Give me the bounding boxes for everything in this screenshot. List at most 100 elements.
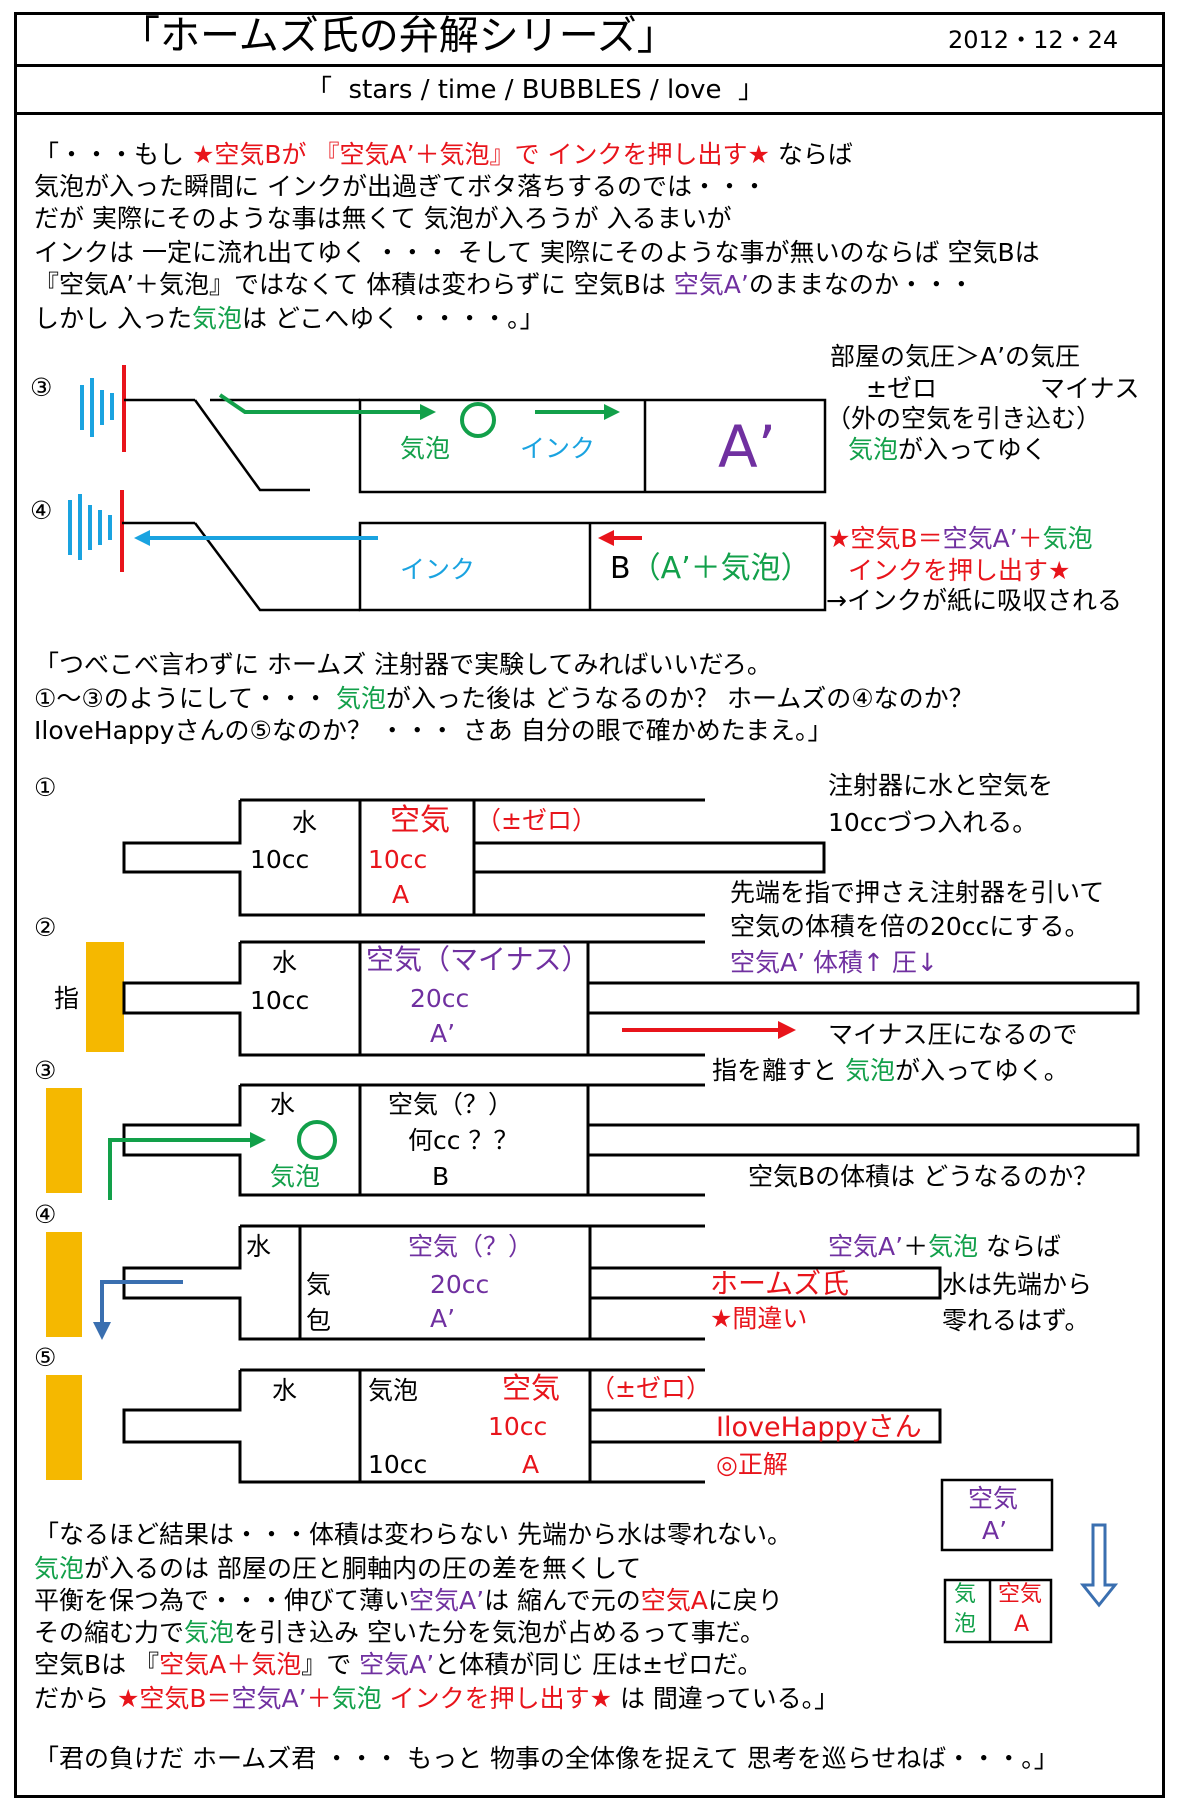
top-num-4: ④ bbox=[30, 496, 53, 525]
s1-air-paren: （±ゼロ） bbox=[476, 806, 597, 835]
page-subtitle: 「 stars / time / BUBBLES / love 」 bbox=[306, 75, 765, 105]
top-right3-zero: ±ゼロ bbox=[866, 374, 937, 403]
conclusion-line-2: 気泡が入るのは 部屋の圧と胴軸内の圧の差を無くして bbox=[34, 1554, 642, 1583]
s4-air: 空気（？） bbox=[408, 1232, 534, 1261]
s2-right-3: 指を離すと 気泡が入ってゆく。 bbox=[712, 1056, 1069, 1085]
s5-air-paren: （±ゼロ） bbox=[590, 1374, 711, 1403]
s2-air-cc: 20cc bbox=[410, 984, 470, 1013]
s1-air-label: A bbox=[392, 880, 410, 909]
s5-air-cc: 10cc bbox=[488, 1412, 548, 1441]
s2-finger: 指 bbox=[54, 984, 80, 1013]
top-bubble-label: 気泡 bbox=[400, 434, 451, 463]
intro-line-3: だが 実際にそのような事は無くて 気泡が入ろうが 入るまいが bbox=[34, 204, 732, 233]
paper-blue-3 bbox=[80, 378, 114, 437]
s3-right: 空気Bの体積は どうなるのか？ bbox=[748, 1162, 1099, 1191]
bubble-path-arrow bbox=[218, 393, 420, 414]
s4-air-label: A’ bbox=[430, 1304, 456, 1333]
box-top-air: 空気 bbox=[968, 1484, 1019, 1513]
syringe-num-4: ④ bbox=[34, 1200, 57, 1229]
top-right4-line2: インクを押し出す★ bbox=[848, 556, 1071, 585]
top-right4-line3: →インクが紙に吸収される bbox=[826, 586, 1122, 615]
page-date: 2012・12・24 bbox=[948, 26, 1119, 54]
box-bottom-bubble-1: 気 bbox=[954, 1582, 977, 1607]
s3-air-label: B bbox=[432, 1162, 450, 1191]
intro-line-6: しかし 入った気泡は どこへゆく ・・・・。」 bbox=[34, 304, 545, 333]
s1-right-2: 10ccづつ入れる。 bbox=[828, 808, 1038, 837]
s5-correct: ◎正解 bbox=[716, 1450, 788, 1479]
bubble-circle-s3 bbox=[297, 1120, 337, 1160]
middle-line-3: IloveHappyさんの⑤なのか？ ・・・ さあ 自分の眼で確かめたまえ。」 bbox=[34, 716, 833, 745]
pen-body-3 bbox=[124, 398, 827, 494]
top-num-3: ③ bbox=[30, 373, 53, 402]
s4-air-cc: 20cc bbox=[430, 1270, 490, 1299]
subtitle-bar bbox=[14, 67, 1165, 115]
syringe-num-5: ⑤ bbox=[34, 1343, 57, 1372]
s2-right-1: 空気A’ 体積↑ 圧↓ bbox=[730, 948, 938, 977]
intro-line-5: 『空気A’＋気泡』ではなくて 体積は変わらずに 空気Bは 空気A’のままなのか・… bbox=[34, 270, 974, 299]
s4-right-2: 水は先端から bbox=[942, 1270, 1093, 1299]
conclusion-line-1: 「なるほど結果は・・・体積は変わらない 先端から水は零れない。 bbox=[34, 1520, 792, 1549]
middle-line-1: 「つべこべ言わずに ホームズ 注射器で実験してみればいいだろ。 bbox=[34, 650, 772, 679]
bubble-circle-3 bbox=[460, 402, 496, 438]
s4-water: 水 bbox=[246, 1232, 272, 1261]
conclusion-line-3: 平衡を保つ為で・・・伸びて薄い空気A’は 縮んで元の空気Aに戻り bbox=[34, 1586, 783, 1615]
top-right3-minus: マイナス bbox=[1040, 374, 1140, 403]
page-title: 「ホームズ氏の弁解シリーズ」 bbox=[120, 13, 677, 59]
box-bottom-bubble-2: 泡 bbox=[954, 1612, 977, 1637]
s5-bubble: 気泡 bbox=[368, 1376, 419, 1405]
s4-bubble-1: 気 bbox=[306, 1270, 332, 1299]
syringe-3 bbox=[122, 1083, 1140, 1197]
s1-water: 水 bbox=[292, 808, 318, 837]
s4-bubble-2: 包 bbox=[306, 1306, 332, 1335]
top-a-prime: A’ bbox=[718, 413, 777, 481]
s5-bubble-cc: 10cc bbox=[368, 1450, 428, 1479]
intro-line-2: 気泡が入った瞬間に インクが出過ぎてボタ落ちするのでは・・・ bbox=[34, 172, 767, 201]
top-b-label: B（A’＋気泡） bbox=[610, 551, 811, 586]
top-ink-label: インク bbox=[520, 434, 596, 463]
s5-air-label: A bbox=[522, 1450, 540, 1479]
s4-right-3: 零れるはず。 bbox=[942, 1306, 1090, 1335]
finger-5 bbox=[46, 1375, 82, 1480]
top-right3-line1: 部屋の気圧＞A’の気圧 bbox=[830, 342, 1081, 371]
s1-air: 空気 bbox=[390, 803, 450, 838]
shrink-arrow bbox=[1079, 1523, 1119, 1608]
conclusion-line-6: だから ★空気B＝空気A’＋気泡 インクを押し出す★ は 間違っている。」 bbox=[34, 1684, 840, 1713]
s5-happy: IloveHappyさん bbox=[716, 1412, 922, 1443]
final-line: 「君の負けだ ホームズ君 ・・・ もっと 物事の全体像を捉えて 思考を巡らせねば… bbox=[34, 1744, 1059, 1773]
box-top-a: A’ bbox=[982, 1516, 1008, 1545]
top-right3-line3: （外の空気を引き込む） bbox=[826, 404, 1102, 433]
intro-line-1: 「・・・もし ★空気Bが 『空気A’＋気泡』で インクを押し出す★ ならば bbox=[34, 140, 853, 169]
syringe-num-1: ① bbox=[34, 773, 57, 802]
s2-air-label: A’ bbox=[430, 1019, 456, 1048]
s5-water: 水 bbox=[272, 1376, 298, 1405]
s3-bubble: 気泡 bbox=[270, 1162, 321, 1191]
bottom-ink-label: インク bbox=[400, 555, 476, 584]
pen-body-4 bbox=[122, 521, 827, 612]
s3-air: 空気（？） bbox=[388, 1090, 514, 1119]
top-right4-line1: ★空気B＝空気A’＋気泡 bbox=[828, 524, 1093, 553]
page-frame bbox=[14, 12, 1165, 1798]
syringe-5 bbox=[122, 1368, 942, 1484]
syringe-num-2: ② bbox=[34, 913, 57, 942]
box-bubble-air-a bbox=[943, 1578, 1053, 1644]
s4-wrong: ★間違い bbox=[710, 1304, 808, 1333]
syringe-1 bbox=[122, 798, 826, 917]
s1-right-1: 注射器に水と空気を bbox=[828, 771, 1054, 800]
s2-water-cc: 10cc bbox=[250, 986, 310, 1015]
finger-2 bbox=[86, 942, 124, 1052]
top-right3-line4: 気泡が入ってゆく bbox=[848, 435, 1047, 464]
middle-line-2: ①～③のようにして・・・ 気泡が入った後は どうなるのか？ ホームズの④なのか？ bbox=[34, 684, 974, 713]
conclusion-line-5: 空気Bは 『空気A＋気泡』で 空気A’と体積が同じ 圧は±ゼロだ。 bbox=[34, 1650, 763, 1679]
s12-mid-2: 空気の体積を倍の20ccにする。 bbox=[730, 912, 1090, 941]
syringe-num-3: ③ bbox=[34, 1056, 57, 1085]
s1-air-cc: 10cc bbox=[368, 845, 428, 874]
syringe-4 bbox=[122, 1224, 942, 1341]
s4-holmes: ホームズ氏 bbox=[710, 1267, 850, 1300]
s3-water: 水 bbox=[270, 1090, 296, 1119]
s2-water: 水 bbox=[272, 948, 298, 977]
conclusion-line-4: その縮む力で気泡を引き込み 空いた分を気泡が占めるって事だ。 bbox=[34, 1618, 765, 1647]
s12-mid-1: 先端を指で押さえ注射器を引いて bbox=[730, 878, 1105, 907]
intro-line-4: インクは 一定に流れ出てゆく ・・・ そして 実際にそのような事が無いのならば … bbox=[34, 238, 1040, 267]
box-bottom-a: A bbox=[1014, 1612, 1030, 1637]
